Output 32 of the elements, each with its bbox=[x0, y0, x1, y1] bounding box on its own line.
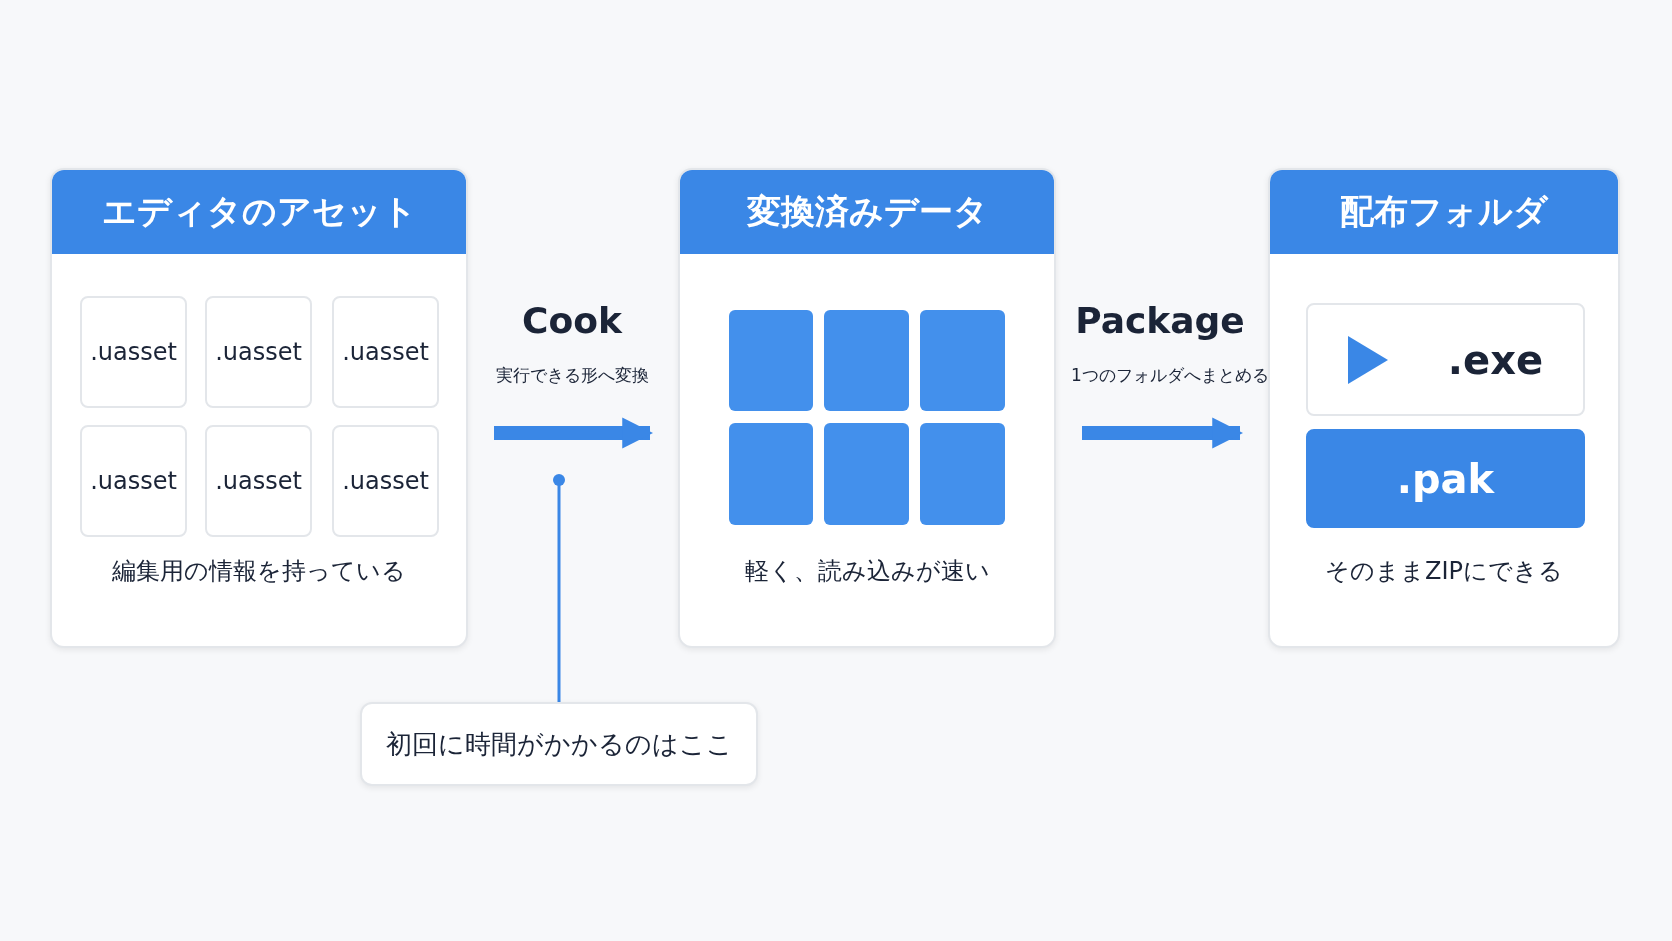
card-caption: 軽く、読み込みが速い bbox=[743, 556, 991, 587]
file-tile: .pak bbox=[1306, 429, 1585, 528]
data-block bbox=[920, 310, 1005, 411]
leader-line bbox=[553, 474, 565, 702]
arrow-caption: 実行できる形へ変換 bbox=[494, 364, 650, 387]
data-block bbox=[920, 423, 1005, 525]
data-block bbox=[729, 423, 813, 525]
edge-label: Package bbox=[1074, 300, 1246, 341]
file-tile: .uasset bbox=[332, 296, 439, 408]
data-block bbox=[824, 310, 909, 411]
file-tile: .uasset bbox=[80, 296, 187, 408]
arrow bbox=[1082, 417, 1244, 449]
card-header: 配布フォルダ bbox=[1270, 170, 1618, 254]
data-block bbox=[824, 423, 909, 525]
file-tile: .uasset bbox=[80, 425, 187, 537]
card-panel bbox=[1268, 168, 1620, 648]
file-tile: .uasset bbox=[332, 425, 439, 537]
file-tile: .uasset bbox=[205, 296, 312, 408]
card-panel bbox=[678, 168, 1056, 648]
callout-box: 初回に時間がかかるのはここ bbox=[360, 702, 758, 786]
arrow-caption: 1つのフォルダへまとめる bbox=[1070, 364, 1270, 387]
card-header: エディタのアセット bbox=[52, 170, 466, 254]
file-tile bbox=[1306, 303, 1585, 416]
arrow bbox=[494, 417, 654, 449]
file-extension: .exe bbox=[1447, 336, 1544, 383]
data-block bbox=[729, 310, 813, 411]
edge-label: Cook bbox=[521, 300, 624, 341]
card-header: 変換済みデータ bbox=[680, 170, 1054, 254]
file-tile: .uasset bbox=[205, 425, 312, 537]
card-panel bbox=[50, 168, 468, 648]
card-caption: そのままZIPにできる bbox=[1324, 556, 1564, 587]
card-caption: 編集用の情報を持っている bbox=[111, 556, 407, 587]
